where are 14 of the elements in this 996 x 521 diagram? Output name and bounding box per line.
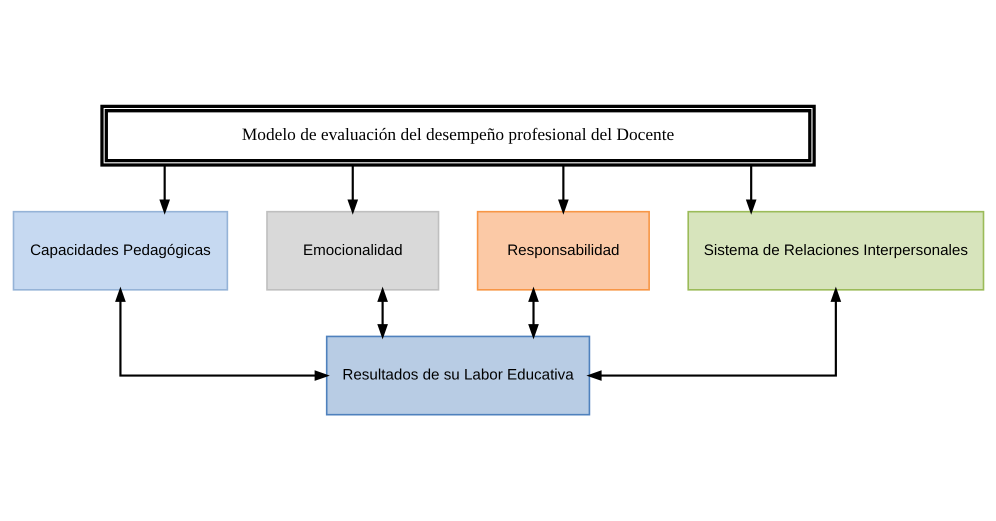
node-box: Responsabilidad — [476, 210, 650, 291]
arrow — [586, 286, 841, 381]
arrow — [346, 164, 358, 215]
arrow — [745, 164, 756, 215]
node-box: Sistema de Relaciones Interpersonales — [686, 210, 984, 291]
arrow — [528, 286, 538, 340]
arrow — [114, 286, 330, 381]
arrow — [158, 164, 170, 215]
arrow — [558, 164, 568, 215]
node-box: Resultados de su Labor Educativa — [325, 336, 590, 416]
node-box: Capacidades Pedagógicas — [12, 210, 228, 291]
node-box: Emocionalidad — [266, 210, 439, 291]
arrow — [376, 286, 388, 340]
node-box: Modelo de evaluación del desempeño profesional del Docente — [100, 104, 816, 167]
